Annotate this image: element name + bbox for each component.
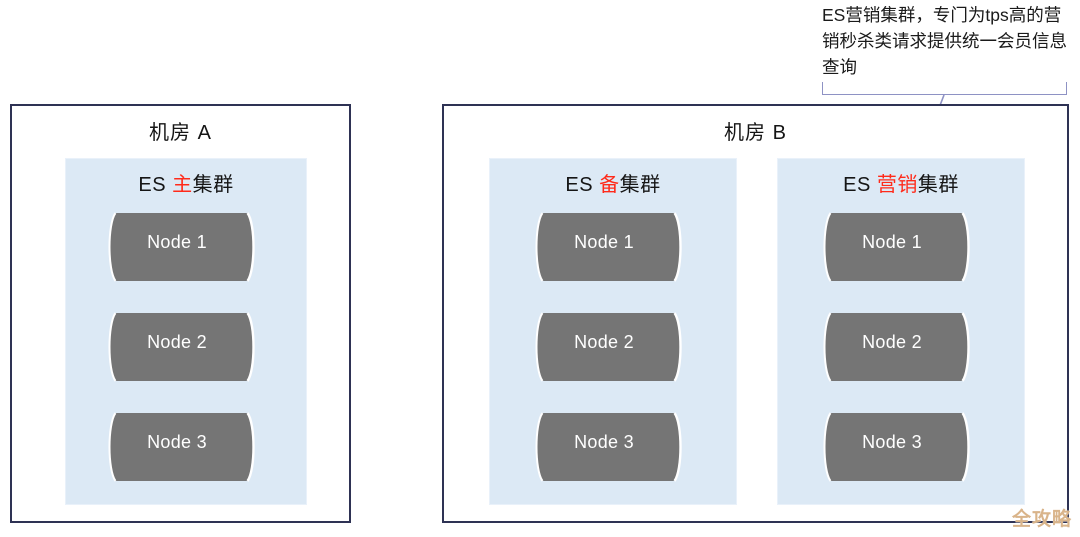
node-item[interactable]: Node 3	[66, 405, 306, 505]
watermark: 全攻略	[1011, 509, 1072, 530]
cylinder-icon	[106, 310, 267, 384]
annotation-bracket	[822, 82, 1067, 95]
cylinder-icon	[106, 410, 267, 484]
cluster-title-marketing: ES 营销集群	[778, 168, 1024, 197]
node-item[interactable]: Node 1	[66, 205, 306, 305]
datacenter-box-a: 机房 A ES 主集群 Node 1	[10, 104, 351, 523]
node-item[interactable]: Node 1	[490, 205, 736, 305]
cluster-title-prefix: ES	[843, 174, 877, 196]
datacenter-title-b: 机房 B	[724, 122, 787, 144]
cluster-panel-backup: ES 备集群 Node 1	[489, 158, 737, 505]
cylinder-icon	[533, 210, 694, 284]
node-item[interactable]: Node 1	[778, 205, 1024, 305]
node-item[interactable]: Node 2	[778, 305, 1024, 405]
datacenter-title-a: 机房 A	[149, 122, 212, 144]
cluster-title-suffix: 集群	[917, 174, 959, 196]
annotation-text: ES营销集群，专门为tps高的营销秒杀类请求提供统一会员信息查询	[822, 5, 1067, 77]
node-list-marketing: Node 1 Node 2	[778, 205, 1024, 505]
cylinder-icon	[533, 310, 694, 384]
cluster-title-highlight: 营销	[876, 174, 918, 196]
cluster-title-suffix: 集群	[619, 174, 661, 196]
cluster-title-backup: ES 备集群	[490, 168, 736, 197]
cylinder-icon	[821, 310, 982, 384]
cluster-title-highlight: 备	[599, 174, 620, 196]
node-list-main: Node 1 Node 2	[66, 205, 306, 505]
cylinder-icon	[821, 410, 982, 484]
node-item[interactable]: Node 3	[490, 405, 736, 505]
cluster-title-suffix: 集群	[192, 174, 234, 196]
cluster-panel-marketing: ES 营销集群 Node 1	[777, 158, 1025, 505]
node-list-backup: Node 1 Node 2	[490, 205, 736, 505]
node-item[interactable]: Node 2	[66, 305, 306, 405]
cylinder-icon	[106, 210, 267, 284]
cluster-title-highlight: 主	[172, 174, 193, 196]
cylinder-icon	[821, 210, 982, 284]
cluster-title-prefix: ES	[138, 174, 173, 196]
cylinder-icon	[533, 410, 694, 484]
cluster-panel-main: ES 主集群 Node 1	[65, 158, 307, 505]
cluster-title-prefix: ES	[565, 174, 600, 196]
datacenter-box-b: 机房 B ES 备集群 Node 1	[442, 104, 1069, 523]
node-item[interactable]: Node 3	[778, 405, 1024, 505]
cluster-title-main: ES 主集群	[66, 168, 306, 197]
node-item[interactable]: Node 2	[490, 305, 736, 405]
